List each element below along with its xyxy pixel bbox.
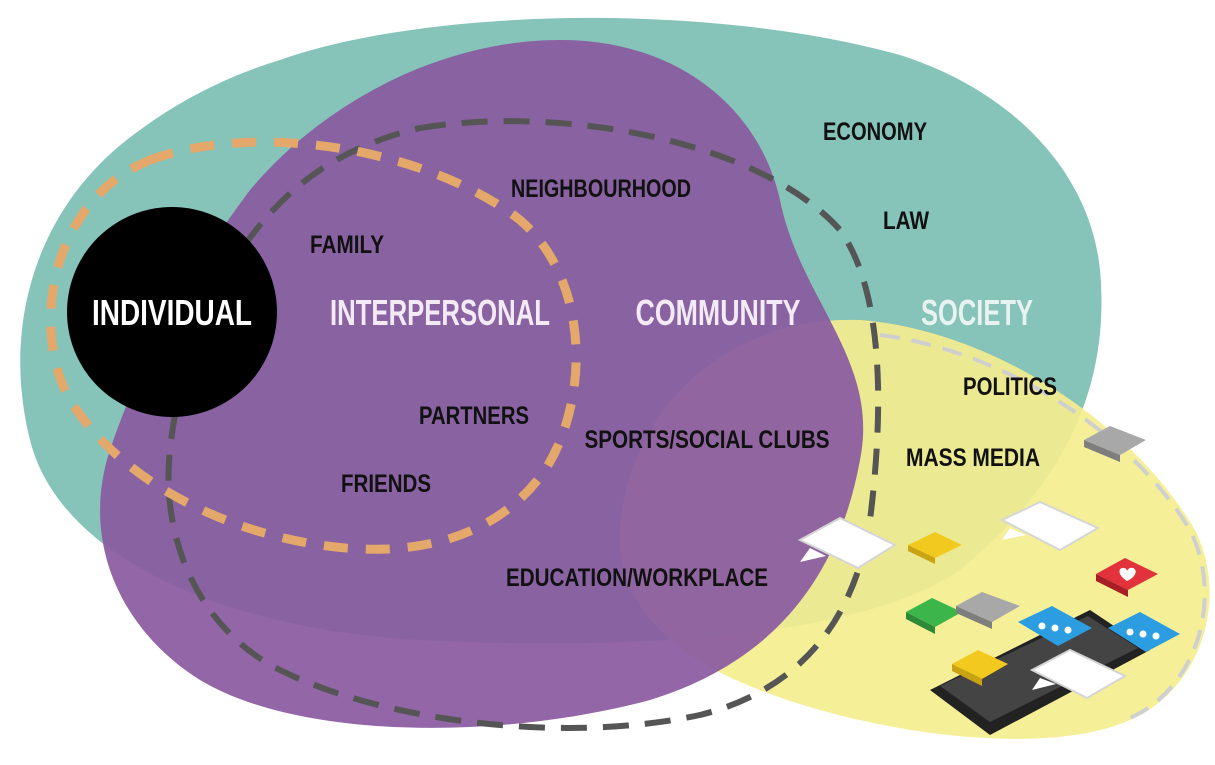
individual-circle	[67, 207, 277, 417]
notification-tile-icon	[1084, 426, 1146, 462]
notification-tile-icon	[908, 532, 962, 564]
individual-label: INDIVIDUAL	[92, 292, 252, 333]
education-workplace-label: EDUCATION/WORKPLACE	[506, 564, 768, 592]
family-label: FAMILY	[310, 231, 384, 259]
politics-label: POLITICS	[963, 373, 1057, 401]
digital-dashed-outline	[879, 333, 1207, 720]
interpersonal-dashed-ring	[46, 137, 581, 554]
speech-bubble-icon	[1029, 648, 1128, 700]
mass-media-label: MASS MEDIA	[906, 444, 1040, 472]
friends-label: FRIENDS	[341, 470, 431, 498]
social-media-icons	[797, 426, 1180, 735]
chat-bubble-icon	[1018, 606, 1092, 646]
law-label: LAW	[883, 207, 929, 235]
community-region	[100, 40, 864, 728]
notification-tile-icon	[906, 598, 962, 634]
neighbourhood-label: NEIGHBOURHOOD	[511, 175, 691, 203]
partners-label: PARTNERS	[419, 402, 529, 430]
speech-bubble-icon	[999, 500, 1101, 552]
notification-tile-icon	[956, 592, 1020, 629]
sports-clubs-label: SPORTS/SOCIAL CLUBS	[585, 426, 830, 454]
speech-bubble-icon	[797, 516, 898, 570]
society-label: SOCIETY	[921, 292, 1033, 333]
chat-bubble-icon	[1108, 612, 1180, 652]
interpersonal-label: INTERPERSONAL	[330, 292, 550, 333]
economy-label: ECONOMY	[823, 118, 927, 146]
heart-icon	[1096, 558, 1158, 597]
community-label: COMMUNITY	[636, 292, 801, 333]
notification-tile-icon	[952, 650, 1008, 686]
